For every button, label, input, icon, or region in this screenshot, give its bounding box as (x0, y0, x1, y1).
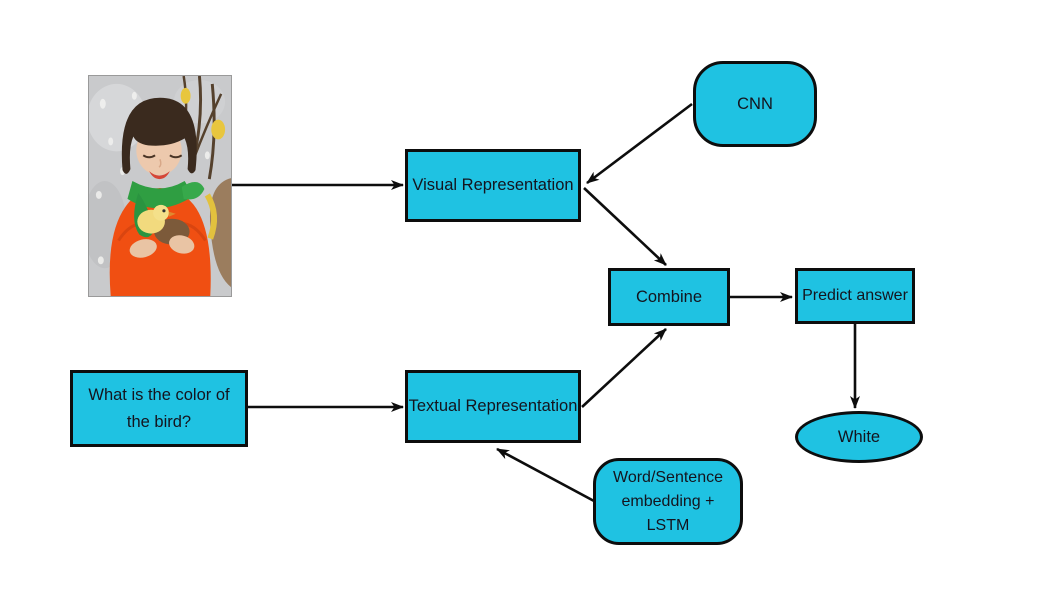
node-answer-white: White (795, 411, 923, 463)
input-image (88, 75, 232, 297)
arrow-cnn-to-visual (586, 102, 693, 185)
photo-illustration (89, 76, 231, 296)
arrow-visual-to-combine (583, 187, 667, 266)
node-combine: Combine (608, 268, 730, 326)
arrow-textual-to-combine (581, 328, 667, 408)
node-textual-representation: Textual Representation (405, 370, 581, 443)
node-question: What is the color of the bird? (70, 370, 248, 447)
arrow-embedding-to-textual (496, 447, 595, 503)
node-visual-representation: Visual Representation (405, 149, 581, 222)
node-predict-answer: Predict answer (795, 268, 915, 324)
node-cnn: CNN (693, 61, 817, 147)
node-embedding: Word/Sentence embedding + LSTM (593, 458, 743, 545)
